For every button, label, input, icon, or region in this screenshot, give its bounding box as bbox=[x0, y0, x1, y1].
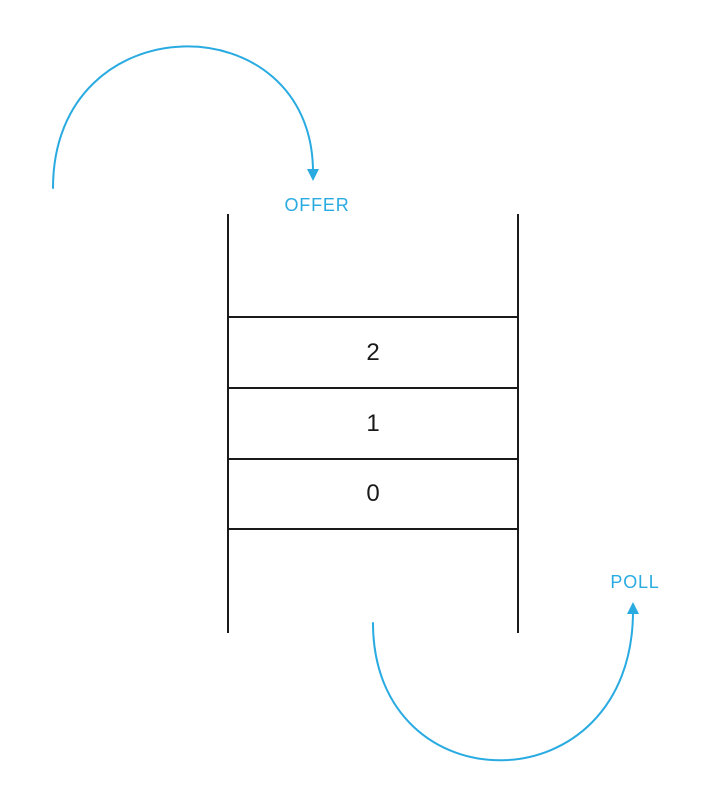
cell-value: 0 bbox=[366, 480, 380, 507]
poll-label: POLL bbox=[610, 572, 660, 592]
queue-cell: 1 bbox=[228, 388, 518, 459]
queue-walls bbox=[227, 214, 519, 633]
queue-shelves bbox=[227, 316, 519, 530]
offer-label: OFFER bbox=[284, 195, 350, 215]
cell-value: 1 bbox=[366, 409, 380, 437]
poll-arrow-icon bbox=[372, 602, 639, 762]
cell-value: 2 bbox=[366, 338, 380, 366]
queue-cell: 0 bbox=[228, 459, 518, 529]
offer-arrow-icon bbox=[52, 45, 319, 189]
queue-cell: 2 bbox=[228, 317, 518, 388]
